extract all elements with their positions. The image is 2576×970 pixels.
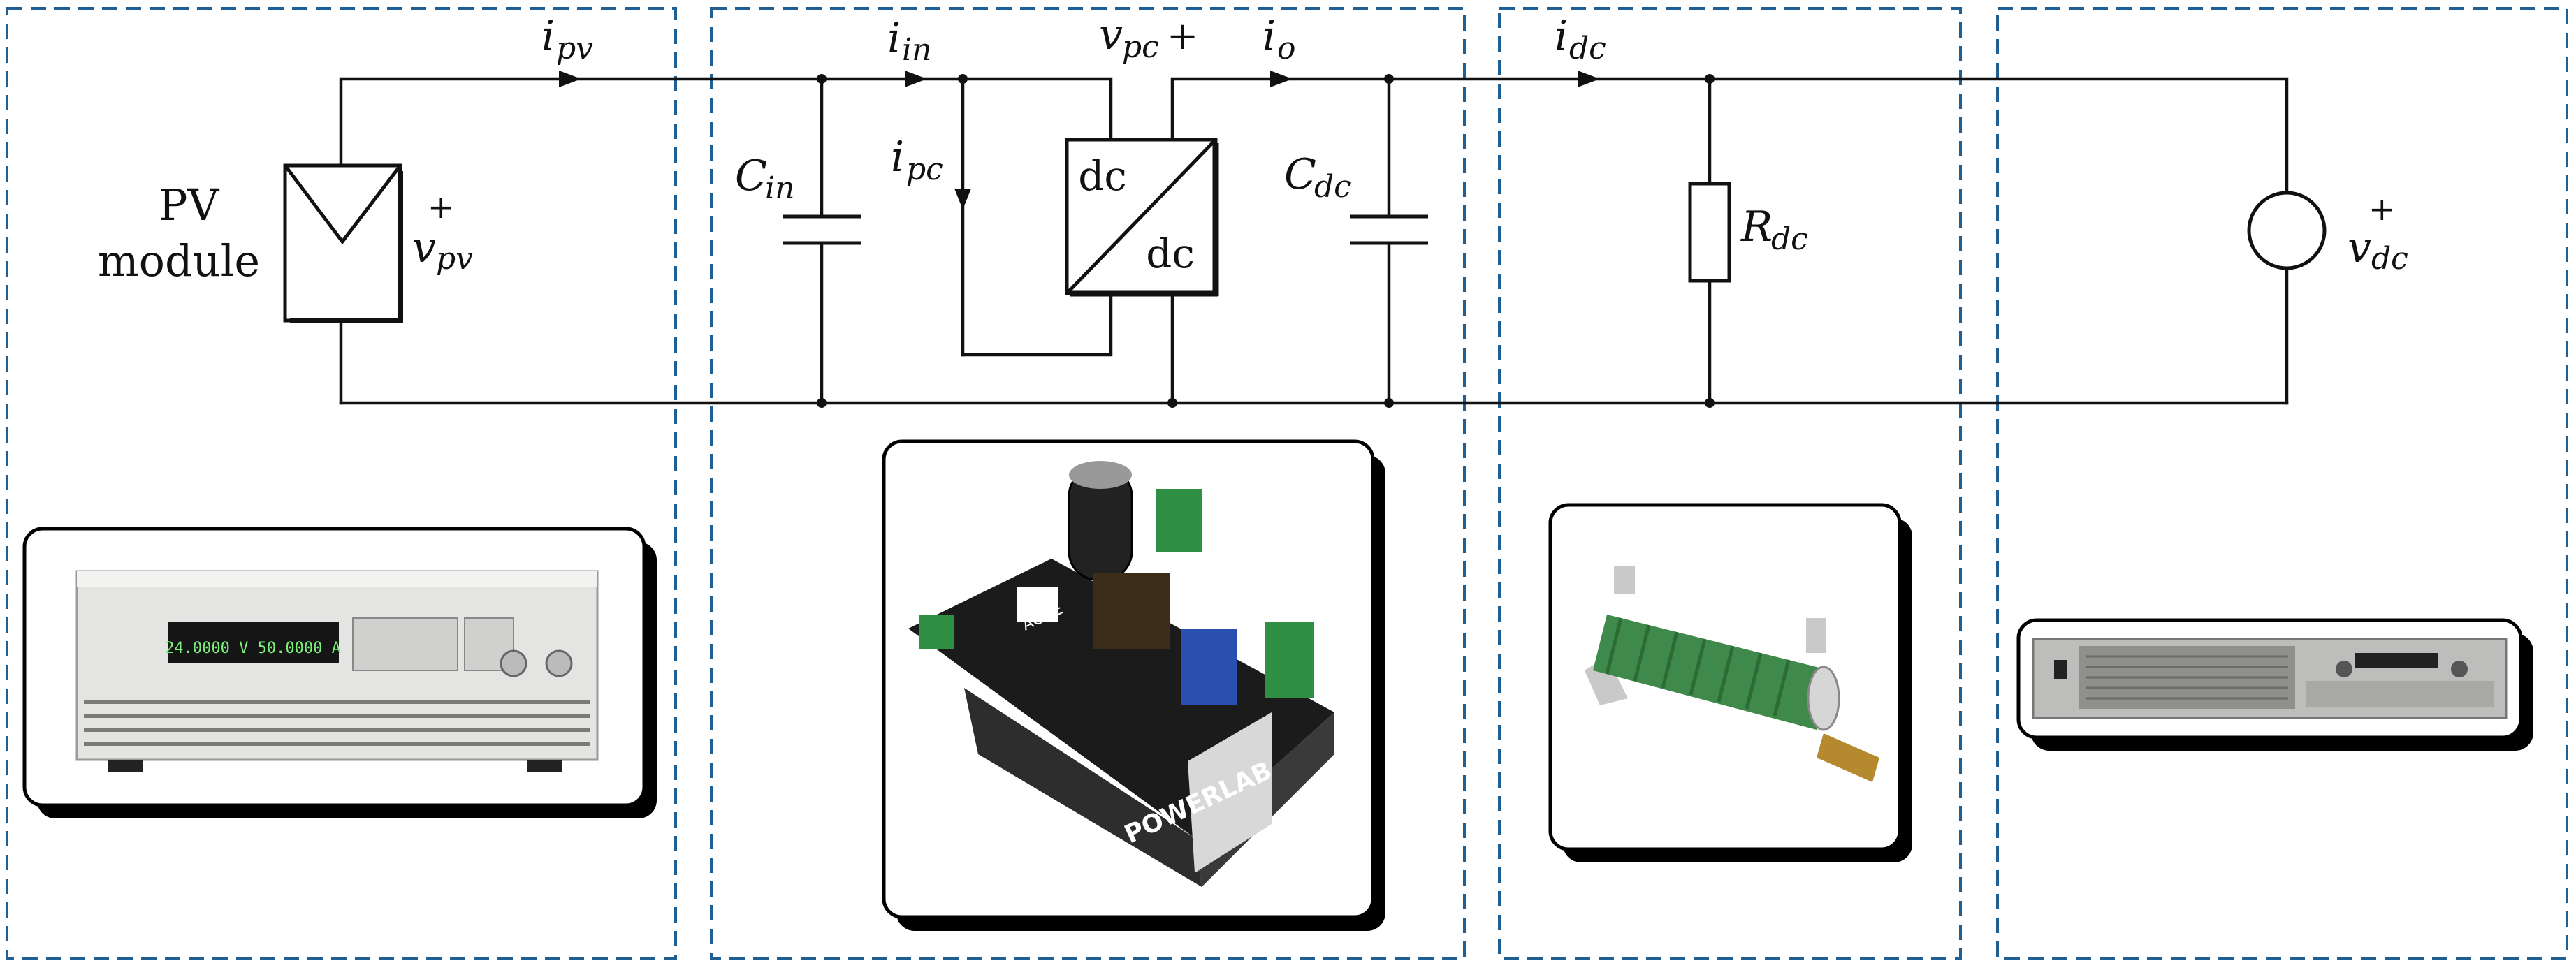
svg-text:dc: dc xyxy=(1569,31,1606,66)
resistor-rdc-icon xyxy=(1688,182,1731,283)
converter-stage-box xyxy=(710,7,1466,960)
label-iin: i in xyxy=(887,14,931,68)
programmable-dc-supply-photo: 24.0000 V 50.0000 A xyxy=(75,570,599,772)
label-idc: i dc xyxy=(1555,12,1606,66)
svg-text:dc: dc xyxy=(2371,241,2408,277)
svg-text:i: i xyxy=(541,12,555,61)
svg-text:o: o xyxy=(1277,31,1296,66)
converter-board-photo: POWERLAB ACDE xyxy=(882,439,1385,931)
wirewound-resistor-photo xyxy=(1585,566,1879,782)
voltage-source-icon xyxy=(2247,191,2327,270)
dc-dc-converter-icon xyxy=(1065,138,1219,297)
label-io: i o xyxy=(1262,12,1296,66)
label-ipc: i pc xyxy=(891,133,943,187)
label-cin: C in xyxy=(735,152,794,206)
junction-dots xyxy=(817,74,1715,408)
svg-text:C: C xyxy=(735,152,767,200)
svg-text:C: C xyxy=(1284,150,1316,199)
label-ipv: i pv xyxy=(541,12,593,66)
capacitor-cdc-icon xyxy=(1350,214,1428,245)
svg-text:i: i xyxy=(891,133,904,182)
svg-text:pv: pv xyxy=(556,31,593,66)
label-vpv: + v pv xyxy=(412,188,473,277)
svg-text:i: i xyxy=(887,14,901,63)
converter-input-label: dc xyxy=(1078,152,1127,200)
resistor-photo xyxy=(1548,503,1912,862)
svg-text:+: + xyxy=(1167,14,1198,58)
svg-text:dc: dc xyxy=(1771,221,1808,257)
arrow-idc xyxy=(1578,71,1600,87)
current-arrows xyxy=(559,71,1600,210)
svg-text:dc: dc xyxy=(1314,169,1351,205)
svg-text:i: i xyxy=(1262,12,1276,61)
svg-text:+: + xyxy=(2368,190,2396,228)
svg-text:v: v xyxy=(412,223,436,272)
label-cdc: C dc xyxy=(1284,150,1351,205)
svg-text:+: + xyxy=(428,188,455,226)
resistive-load-stage-box xyxy=(1498,7,1962,960)
arrow-iin xyxy=(905,71,927,87)
capacitor-cin-icon xyxy=(783,214,861,245)
svg-text:pv: pv xyxy=(436,241,473,277)
svg-text:in: in xyxy=(765,170,794,206)
svg-text:in: in xyxy=(902,32,931,68)
arrow-ipc xyxy=(954,189,971,210)
converter-output-label: dc xyxy=(1146,230,1195,277)
circuit-wires xyxy=(339,77,2289,405)
svg-text:v: v xyxy=(1099,10,1123,59)
label-vpc: v pc + xyxy=(1099,10,1198,65)
svg-text:pc: pc xyxy=(906,152,943,187)
supply-display-text: 24.0000 V 50.0000 A xyxy=(165,640,341,657)
label-rdc: R dc xyxy=(1740,203,1808,257)
pv-module-icon xyxy=(283,163,403,323)
power-converter-board-photo: POWERLAB ACDE xyxy=(908,461,1334,887)
pv-stage-box xyxy=(6,7,677,960)
dc-source-photo xyxy=(2016,618,2533,751)
svg-text:i: i xyxy=(1555,12,1568,61)
svg-text:v: v xyxy=(2348,223,2371,272)
dc-bus-stage-box xyxy=(1996,7,2568,960)
svg-text:R: R xyxy=(1740,203,1773,251)
pv-module-label-line2: module xyxy=(98,235,260,286)
svg-text:pc: pc xyxy=(1122,29,1159,65)
arrow-ipv xyxy=(559,71,581,87)
pv-emulator-photo: 24.0000 V 50.0000 A xyxy=(22,527,657,818)
pv-module-label-line1: PV xyxy=(159,179,220,230)
arrow-io xyxy=(1270,71,1293,87)
label-vdc: + v dc xyxy=(2348,190,2408,277)
dc-power-supply-photo xyxy=(2032,638,2508,719)
